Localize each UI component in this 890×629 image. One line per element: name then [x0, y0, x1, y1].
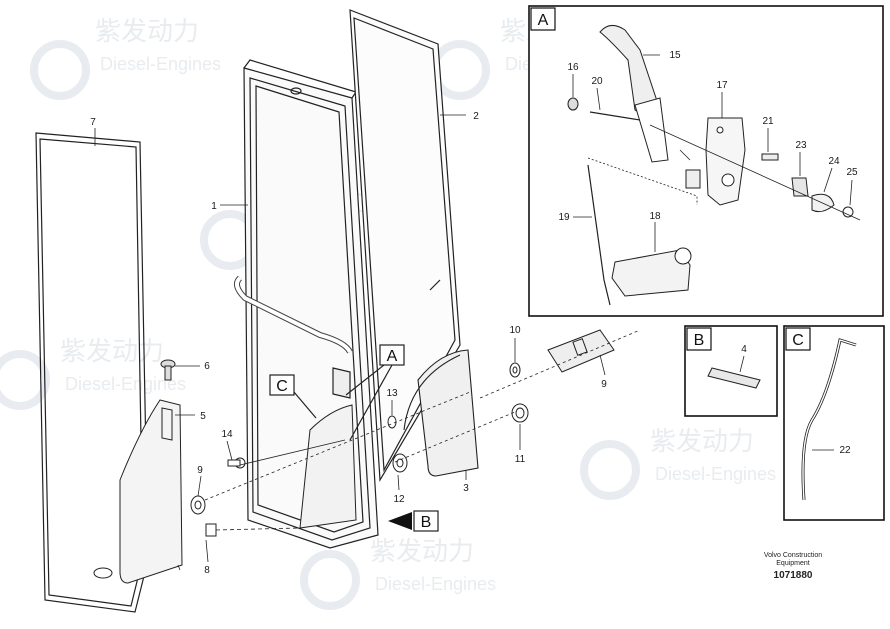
assembly-lines — [177, 391, 516, 571]
label-part-22: 22 — [839, 445, 851, 456]
label-part-23: 23 — [795, 140, 807, 151]
part-screw-6 — [160, 359, 176, 381]
part-washers — [93, 362, 529, 579]
label-part-17: 17 — [716, 80, 728, 91]
label-part-18: 18 — [649, 211, 661, 222]
detail-a-title: A — [538, 12, 549, 29]
watermark-en: Diesel-Engines — [655, 464, 776, 484]
label-part-12: 12 — [393, 494, 405, 505]
watermark-cn: 紫发动力 — [650, 427, 754, 457]
label-part-9: 9 — [601, 379, 607, 390]
part-lower-housing — [299, 404, 357, 529]
part-glass-pane — [349, 9, 461, 482]
watermark-cn: 紫发动力 — [95, 17, 199, 47]
detail-b-title: B — [694, 332, 705, 349]
label-part-10: 10 — [509, 325, 521, 336]
footer-drawing-number: 1071880 — [773, 570, 813, 581]
label-part-11: 11 — [515, 454, 526, 465]
watermark-en: Diesel-Engines — [375, 574, 496, 594]
watermark-cn: 紫发动力 — [370, 537, 474, 567]
part-lower-panel — [119, 399, 183, 584]
footer-company: Volvo Construction Equipment — [748, 552, 838, 568]
label-part-14: 14 — [221, 429, 233, 440]
label-part-3: 3 — [463, 483, 469, 494]
label-part-7: 7 — [90, 117, 96, 128]
part-cover-panel — [403, 349, 479, 477]
label-part-2: 2 — [473, 111, 479, 122]
detail-box-c: C — [783, 325, 885, 521]
label-part-25: 25 — [846, 167, 858, 178]
detail-box-b: B — [684, 325, 778, 417]
callout-c: C — [269, 374, 317, 419]
watermark-en: Diesel-Engines — [65, 374, 186, 394]
callout-b: B — [388, 510, 439, 532]
label-part-13: 13 — [386, 388, 398, 399]
label-part-21: 21 — [762, 116, 774, 127]
label-part-20: 20 — [591, 76, 603, 87]
label-part-8: 8 — [204, 565, 210, 576]
leader-lines — [94, 114, 606, 563]
callout-b-label: B — [421, 514, 432, 531]
label-part-5: 5 — [200, 411, 206, 422]
callout-c-label: C — [276, 378, 288, 395]
label-part-16: 16 — [567, 62, 579, 73]
detail-c-title: C — [792, 332, 804, 349]
detail-box-a: A — [528, 5, 884, 317]
label-part-6: 6 — [204, 361, 210, 372]
part-seal-frame — [35, 132, 149, 613]
label-part-24: 24 — [828, 156, 840, 167]
label-part-15: 15 — [669, 50, 681, 61]
part-lock-cylinder — [479, 329, 641, 399]
footer-company-line2: Equipment — [776, 560, 810, 567]
label-part-9: 9 — [197, 465, 203, 476]
watermark-en: Diesel-Engines — [100, 54, 221, 74]
footer-company-line1: Volvo Construction — [763, 552, 823, 559]
part-number-labels: 7 1 2 6 5 14 9 8 13 12 3 10 11 9 15 16 2… — [90, 50, 858, 576]
callout-a: A — [345, 344, 405, 441]
watermark-cn: 紫发动力 — [60, 337, 164, 367]
callout-a-label: A — [387, 348, 398, 365]
label-part-1: 1 — [211, 201, 217, 212]
label-part-19: 19 — [558, 212, 570, 223]
label-part-4: 4 — [741, 344, 747, 355]
